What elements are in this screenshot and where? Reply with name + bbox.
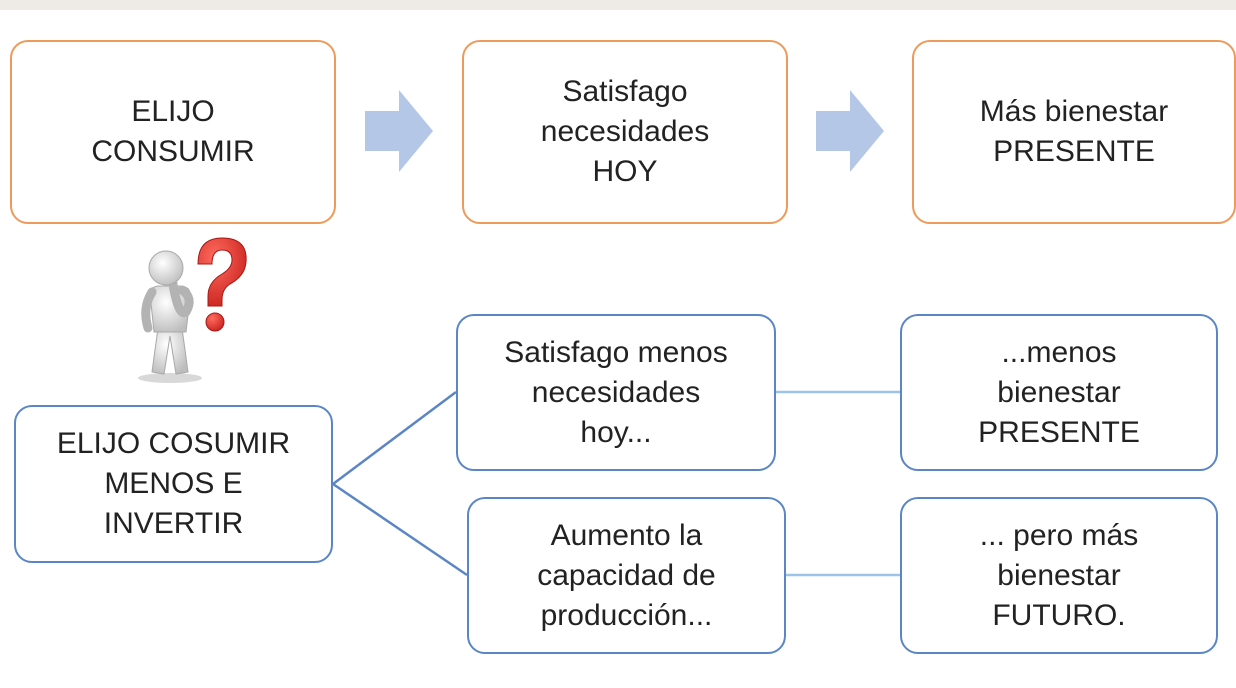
question-mark-icon bbox=[197, 237, 247, 332]
box-mas-bienestar-presente: Más bienestar PRESENTE bbox=[912, 40, 1236, 224]
box-menos-bienestar-presente: ...menos bienestar PRESENTE bbox=[900, 314, 1218, 471]
box-satisfago-menos: Satisfago menos necesidades hoy... bbox=[456, 314, 776, 471]
connector-invest-to-satisfy-less bbox=[332, 390, 457, 486]
box-aumento-capacidad-text: Aumento la capacidad de producción... bbox=[537, 518, 716, 632]
box-menos-bienestar-presente-text: ...menos bienestar PRESENTE bbox=[978, 335, 1140, 449]
box-mas-bienestar-futuro: ... pero más bienestar FUTURO. bbox=[900, 497, 1218, 654]
box-mas-bienestar-futuro-text: ... pero más bienestar FUTURO. bbox=[979, 518, 1139, 632]
box-elijo-cosumir-menos-invertir: ELIJO COSUMIR MENOS E INVERTIR bbox=[14, 405, 333, 563]
right-arrow-2 bbox=[816, 90, 884, 172]
box-satisfago-hoy-text: Satisfago necesidades HOY bbox=[540, 75, 710, 188]
box-satisfago-menos-text: Satisfago menos necesidades hoy... bbox=[504, 335, 728, 449]
top-strip bbox=[0, 0, 1236, 10]
box-mas-bienestar-presente-text: Más bienestar PRESENTE bbox=[979, 95, 1169, 168]
right-arrow-1 bbox=[365, 90, 433, 172]
thinking-person-icon bbox=[138, 237, 247, 383]
box-satisfago-hoy: Satisfago necesidades HOY bbox=[462, 40, 788, 224]
box-elijo-consumir-text: ELIJO CONSUMIR bbox=[91, 95, 255, 168]
box-aumento-capacidad: Aumento la capacidad de producción... bbox=[467, 497, 786, 654]
box-elijo-cosumir-menos-invertir-text: ELIJO COSUMIR MENOS E INVERTIR bbox=[56, 427, 291, 540]
connector-invest-to-increase-capacity bbox=[332, 482, 468, 577]
box-elijo-consumir: ELIJO CONSUMIR bbox=[10, 40, 336, 224]
